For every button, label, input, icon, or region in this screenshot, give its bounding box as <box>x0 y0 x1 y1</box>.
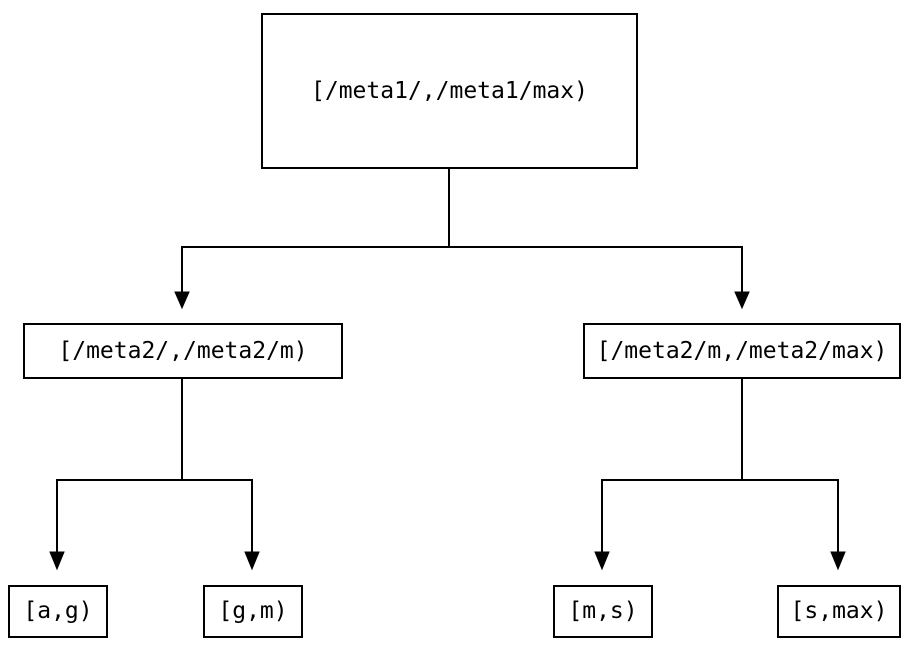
node-leaf-ms: [m,s) <box>553 585 653 638</box>
edge-root-to-meta2-right <box>449 246 750 310</box>
node-meta2-right: [/meta2/m,/meta2/max) <box>583 323 901 379</box>
edge-root-to-meta2-left-arrowhead <box>174 291 190 310</box>
edge-meta2-left-to-leaf-gm <box>182 479 260 571</box>
node-root-label: [/meta1/,/meta1/max) <box>311 77 588 104</box>
edge-meta2-left-to-leaf-ag-arrowhead <box>49 551 65 571</box>
node-leaf-ag: [a,g) <box>8 585 108 638</box>
edge-meta2-left-to-leaf-ag <box>49 379 183 571</box>
node-meta2-left-label: [/meta2/,/meta2/m) <box>58 337 308 364</box>
node-leaf-gm: [g,m) <box>203 585 303 638</box>
edge-meta2-left-to-leaf-gm-arrowhead <box>244 551 260 571</box>
edge-meta2-right-to-leaf-ms-arrowhead <box>594 551 610 571</box>
node-leaf-smax-label: [s,max) <box>790 598 888 624</box>
node-leaf-gm-label: [g,m) <box>218 598 288 624</box>
edge-meta2-right-to-leaf-ms <box>594 379 743 571</box>
edge-root-to-meta2-right-arrowhead <box>734 291 750 310</box>
edge-meta2-right-to-leaf-smax <box>742 479 846 571</box>
node-meta2-left: [/meta2/,/meta2/m) <box>23 323 343 379</box>
node-leaf-smax: [s,max) <box>777 585 901 638</box>
node-root: [/meta1/,/meta1/max) <box>261 13 638 169</box>
edge-root-to-meta2-left <box>174 168 450 310</box>
edge-meta2-right-to-leaf-smax-arrowhead <box>830 551 846 571</box>
node-meta2-right-label: [/meta2/m,/meta2/max) <box>596 337 888 364</box>
node-leaf-ag-label: [a,g) <box>23 598 93 624</box>
node-leaf-ms-label: [m,s) <box>568 598 638 624</box>
